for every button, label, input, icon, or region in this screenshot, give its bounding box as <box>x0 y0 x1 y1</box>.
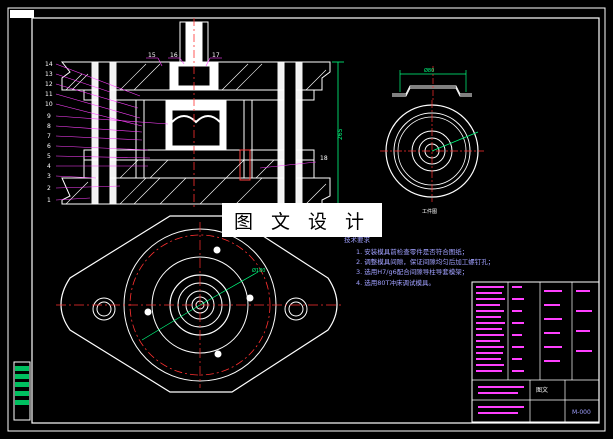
side-dimension-text: 265 <box>337 128 344 140</box>
callout-9: 9 <box>47 113 51 120</box>
punch-cavity <box>171 109 221 147</box>
die-set-outline <box>60 215 338 393</box>
plan-dimension-text: Ø180 <box>252 267 265 274</box>
callout-labels-top: 15 16 17 18 <box>148 52 328 162</box>
callout-3: 3 <box>47 173 51 180</box>
workpiece-top-view <box>380 100 484 202</box>
callout-2: 2 <box>47 185 51 192</box>
corner-tab <box>10 10 34 18</box>
callout-18: 18 <box>320 155 328 162</box>
die-holder <box>83 159 315 179</box>
pin-right <box>243 99 253 179</box>
callout-1: 1 <box>47 197 51 204</box>
workpiece-profile <box>392 66 472 102</box>
callout-16: 16 <box>170 52 178 59</box>
callout-4: 4 <box>47 163 51 170</box>
callout-10: 10 <box>45 101 53 108</box>
callout-7: 7 <box>47 133 51 140</box>
title-drawing-number: M-000 <box>572 409 591 416</box>
callout-14: 14 <box>45 61 53 68</box>
note-4: 4. 选用80T冲床调试模具。 <box>356 278 435 287</box>
guide-post-left-core <box>97 61 111 205</box>
leaders-left <box>55 63 169 201</box>
callout-17: 17 <box>212 52 220 59</box>
callout-labels-left: 14 13 12 11 10 9 8 7 6 5 4 3 2 1 <box>45 61 53 204</box>
technical-notes: 技术要求 1. 安装模具前检查零件是否符合图纸； 2. 调整模具间隙，保证间隙均… <box>344 235 494 287</box>
callout-5: 5 <box>47 153 51 160</box>
upper-plate <box>60 61 331 91</box>
callout-8: 8 <box>47 123 51 130</box>
workpiece-dimension-text: Ø80 <box>424 67 434 74</box>
callout-11: 11 <box>45 91 53 98</box>
callout-6: 6 <box>47 143 51 150</box>
left-margin-strip <box>13 361 31 421</box>
plan-view <box>56 215 344 393</box>
section-hatching <box>65 63 327 205</box>
pin-left <box>135 99 145 179</box>
punch-profile <box>171 115 221 124</box>
outer-frame <box>7 7 606 432</box>
callout-15: 15 <box>148 52 156 59</box>
section-view <box>60 18 344 210</box>
guide-hole-right <box>284 297 308 321</box>
callout-13: 13 <box>45 71 53 78</box>
leaders-top <box>146 57 317 169</box>
watermark-banner: 图 文 设 计 <box>222 203 382 237</box>
callout-12: 12 <box>45 81 53 88</box>
note-2: 2. 调整模具间隙，保证间隙均匀后加工螺钉孔； <box>356 257 494 266</box>
note-1: 1. 安装模具前检查零件是否符合图纸； <box>356 247 468 256</box>
inner-frame <box>31 17 600 424</box>
title-company: 图文 <box>536 386 548 394</box>
guide-post-right-core <box>283 61 297 205</box>
title-block-rows <box>476 286 592 414</box>
workpiece-view-label: 工件图 <box>422 208 437 215</box>
guide-hole-left <box>92 297 116 321</box>
title-block <box>471 281 600 423</box>
notes-title: 技术要求 <box>344 235 371 244</box>
spring-right <box>239 149 251 181</box>
note-3: 3. 选用H7/g6配合间隙导柱导套模架； <box>356 267 468 276</box>
